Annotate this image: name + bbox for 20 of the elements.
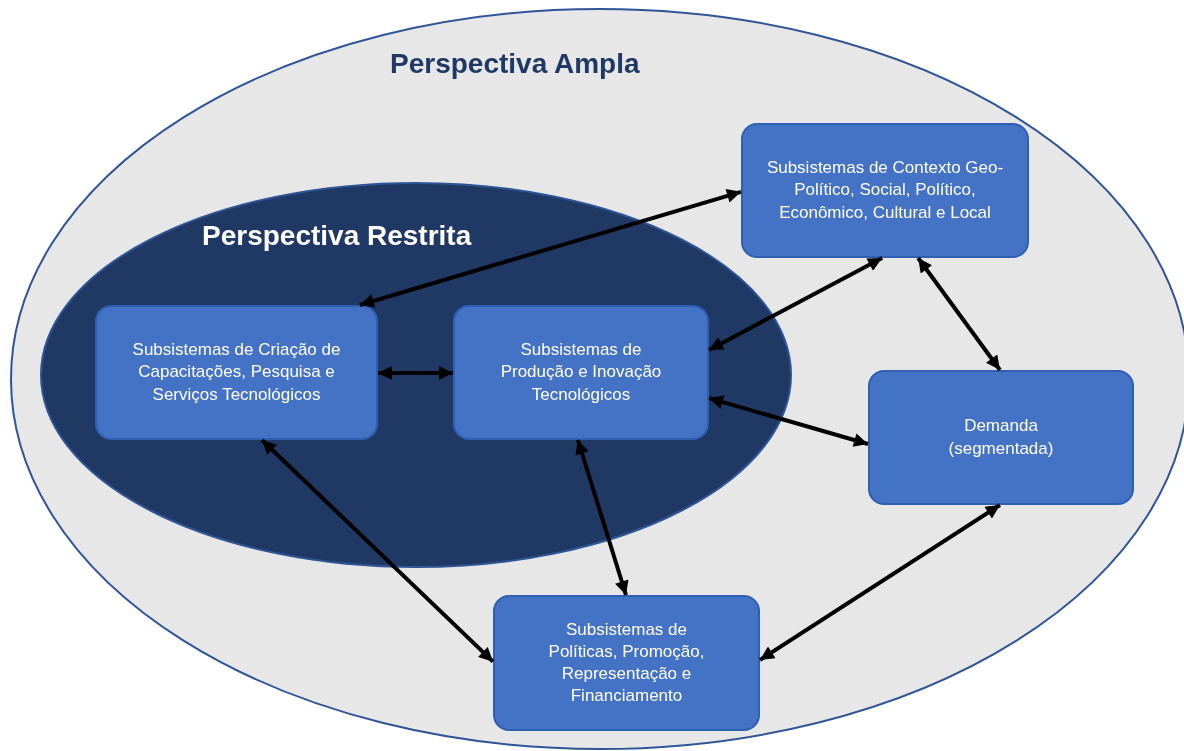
subsystem-box: [741, 123, 1029, 258]
box-label: Subsistemas de Contexto Geo-Político, Social, Político, Econômico, Cultural e Local: [765, 157, 1005, 224]
double-arrow: [359, 189, 742, 308]
double-arrow: [758, 503, 1002, 662]
box-label: Subsistemas de Políticas, Promoção, Representação e Financiamento: [547, 618, 706, 708]
double-arrow: [575, 439, 629, 596]
box-label: Subsistemas de Criação de Capacitações, Pesquisa e Serviços Tecnológicos: [131, 339, 342, 406]
double-arrow: [916, 256, 1002, 372]
double-arrow: [708, 256, 884, 352]
double-arrow: [708, 395, 869, 447]
box-label: Subsistemas de Produção e Inovação Tecnológicos: [499, 339, 663, 406]
double-arrow: [260, 438, 495, 664]
region-heading: Perspectiva Restrita: [202, 220, 472, 252]
double-arrow: [378, 366, 453, 381]
box-label: Demanda (segmentada): [947, 415, 1055, 460]
region-heading: Perspectiva Ampla: [390, 48, 640, 80]
subsystem-box: [493, 595, 760, 731]
subsystem-box: [453, 305, 709, 440]
subsystem-box: [868, 370, 1134, 505]
subsystem-box: [95, 305, 378, 440]
